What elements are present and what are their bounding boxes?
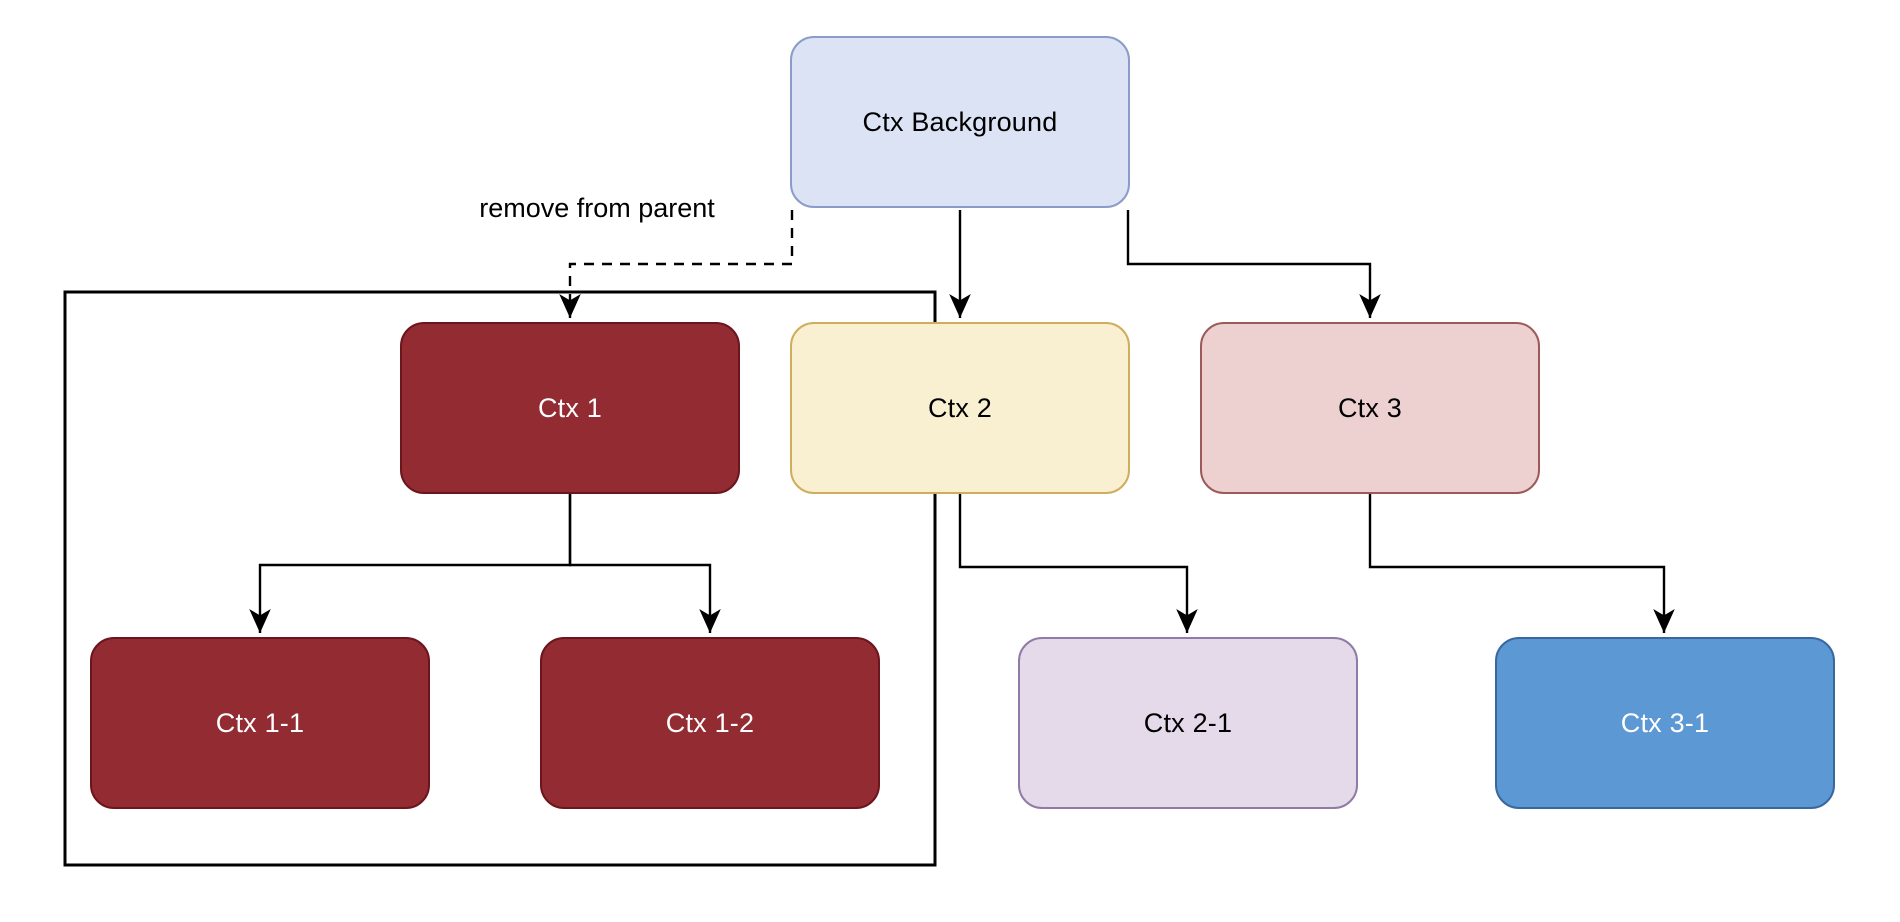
node-ctx-2-1: Ctx 2-1 [1018,637,1358,809]
edge-ctx3-to-ctx3-1 [1368,494,1675,633]
edge-ctx1-to-ctx1-1 [249,494,572,633]
node-label: Ctx 2 [927,392,993,423]
node-ctx-1-2: Ctx 1-2 [540,637,880,809]
node-label: Ctx 3-1 [1620,707,1710,738]
edge-background-to-ctx3 [1126,210,1381,318]
node-label: Ctx 1-2 [665,707,755,738]
node-ctx-3: Ctx 3 [1200,322,1540,494]
node-label: Ctx 1-1 [215,707,305,738]
node-ctx-1: Ctx 1 [400,322,740,494]
node-label: Ctx 1 [537,392,603,423]
node-label: Ctx 2-1 [1143,707,1233,738]
edge-ctx2-to-ctx2-1 [958,494,1198,633]
node-ctx-3-1: Ctx 3-1 [1495,637,1835,809]
node-ctx-2: Ctx 2 [790,322,1130,494]
node-label: Ctx Background [862,106,1058,137]
edge-ctx1-to-ctx1-2 [568,494,721,633]
subtree-boundary-rect [63,290,937,867]
edge-background-to-ctx1-dashed [559,210,794,318]
node-ctx-1-1: Ctx 1-1 [90,637,430,809]
node-ctx-background: Ctx Background [790,36,1130,208]
edge-label-remove-from-parent: remove from parent [479,193,715,223]
node-label: Ctx 3 [1337,392,1403,423]
